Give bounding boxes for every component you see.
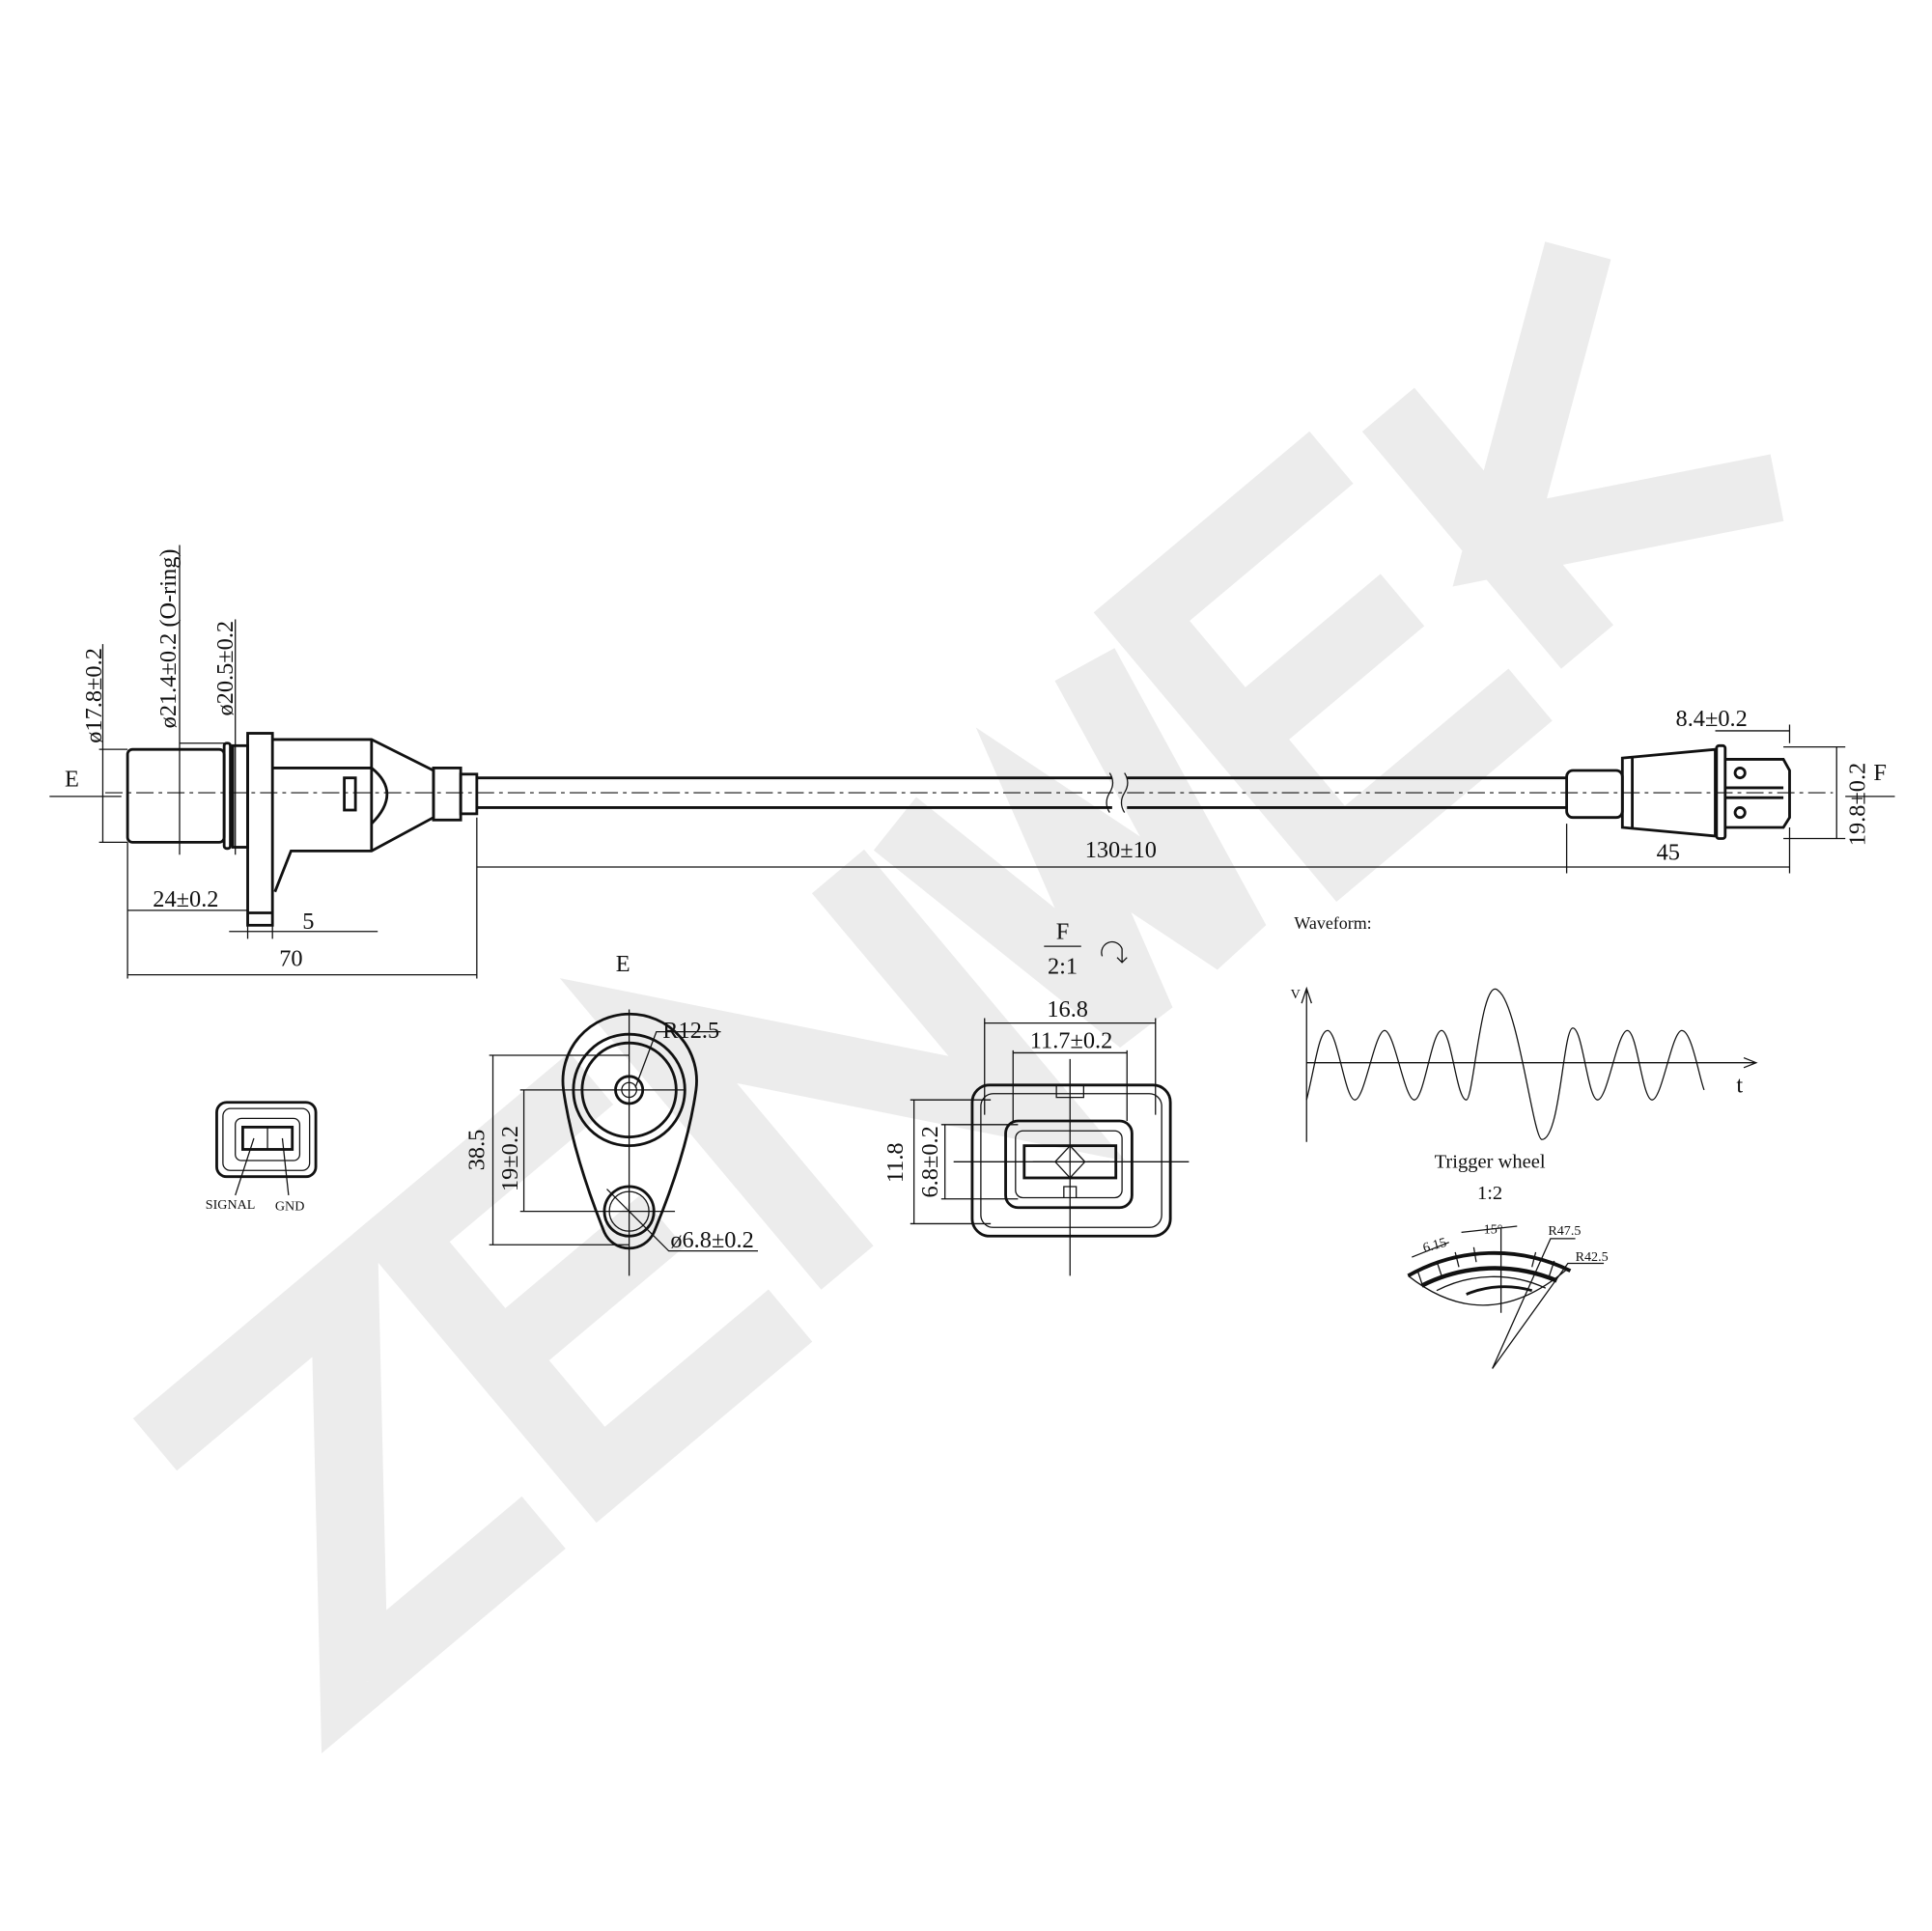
view-f-title: F: [1056, 918, 1070, 944]
dim-height: 11.8: [882, 1142, 909, 1183]
x-axis-label: t: [1736, 1072, 1743, 1098]
dim-oring-dia: ø21.4±0.2 (O-ring): [155, 548, 182, 728]
dim-inner-radius: R42.5: [1576, 1249, 1609, 1265]
dim-width: 16.8: [1047, 996, 1088, 1022]
dim-hole-spacing: 19±0.2: [497, 1126, 523, 1191]
dim-connector-height: 19.8±0.2: [1845, 763, 1871, 846]
view-e-title: E: [616, 951, 630, 977]
dim-connector-length: 45: [1657, 839, 1680, 865]
pin-gnd-label: GND: [275, 1198, 305, 1214]
dim-cable-length: 130±10: [1085, 837, 1157, 863]
view-f-arrow-label: F: [1873, 760, 1887, 786]
dim-probe-dia: ø17.8±0.2: [81, 648, 107, 743]
dim-body-dia: ø20.5±0.2: [212, 621, 238, 716]
dim-tooth: 6.15: [1421, 1235, 1448, 1256]
pinout-view: SIGNAL GND: [206, 1101, 318, 1214]
waveform: Waveform: V t: [1291, 913, 1758, 1142]
y-axis-label: V: [1291, 987, 1302, 1002]
dim-flange-thickness: 5: [302, 909, 314, 935]
rotate-arrow-icon: [1101, 940, 1128, 964]
view-f-scale: 2:1: [1048, 953, 1078, 979]
view-e-arrow-label: E: [65, 767, 79, 793]
dim-outer-radius: R47.5: [1548, 1223, 1581, 1239]
waveform-title: Waveform:: [1294, 913, 1371, 933]
dim-hole-diameter: ø6.8±0.2: [670, 1227, 753, 1253]
dim-body-length: 70: [279, 946, 302, 972]
dim-probe-length: 24±0.2: [153, 886, 218, 912]
view-f: F 2:1 16.8 11.7±0.2 11.8 6.8±0.2: [882, 918, 1190, 1276]
waveform-signal: [1305, 988, 1705, 1140]
trigger-wheel: Trigger wheel 1:2 6.15 15° R47.5 R42.5: [1407, 1152, 1609, 1369]
view-e: E 38.5 19±0.2 R12.5 ø6.8±0.2: [464, 951, 759, 1276]
side-view-dimensions: E F ø17.8±0.2 ø21.4±0.2 (O-ring) ø20.5±0…: [49, 545, 1895, 979]
watermark-logo: [132, 241, 1784, 1754]
dim-inner-width: 11.7±0.2: [1030, 1027, 1113, 1053]
dim-latch: 8.4±0.2: [1676, 706, 1748, 732]
dim-angle: 15°: [1484, 1222, 1503, 1238]
trigger-wheel-scale: 1:2: [1477, 1183, 1502, 1204]
sensor-side-view: [105, 732, 1834, 927]
dim-inner-height: 6.8±0.2: [917, 1126, 943, 1197]
dim-radius: R12.5: [662, 1018, 719, 1044]
trigger-wheel-title: Trigger wheel: [1435, 1152, 1546, 1173]
pin-signal-label: SIGNAL: [206, 1197, 256, 1213]
dim-height: 38.5: [464, 1130, 490, 1171]
